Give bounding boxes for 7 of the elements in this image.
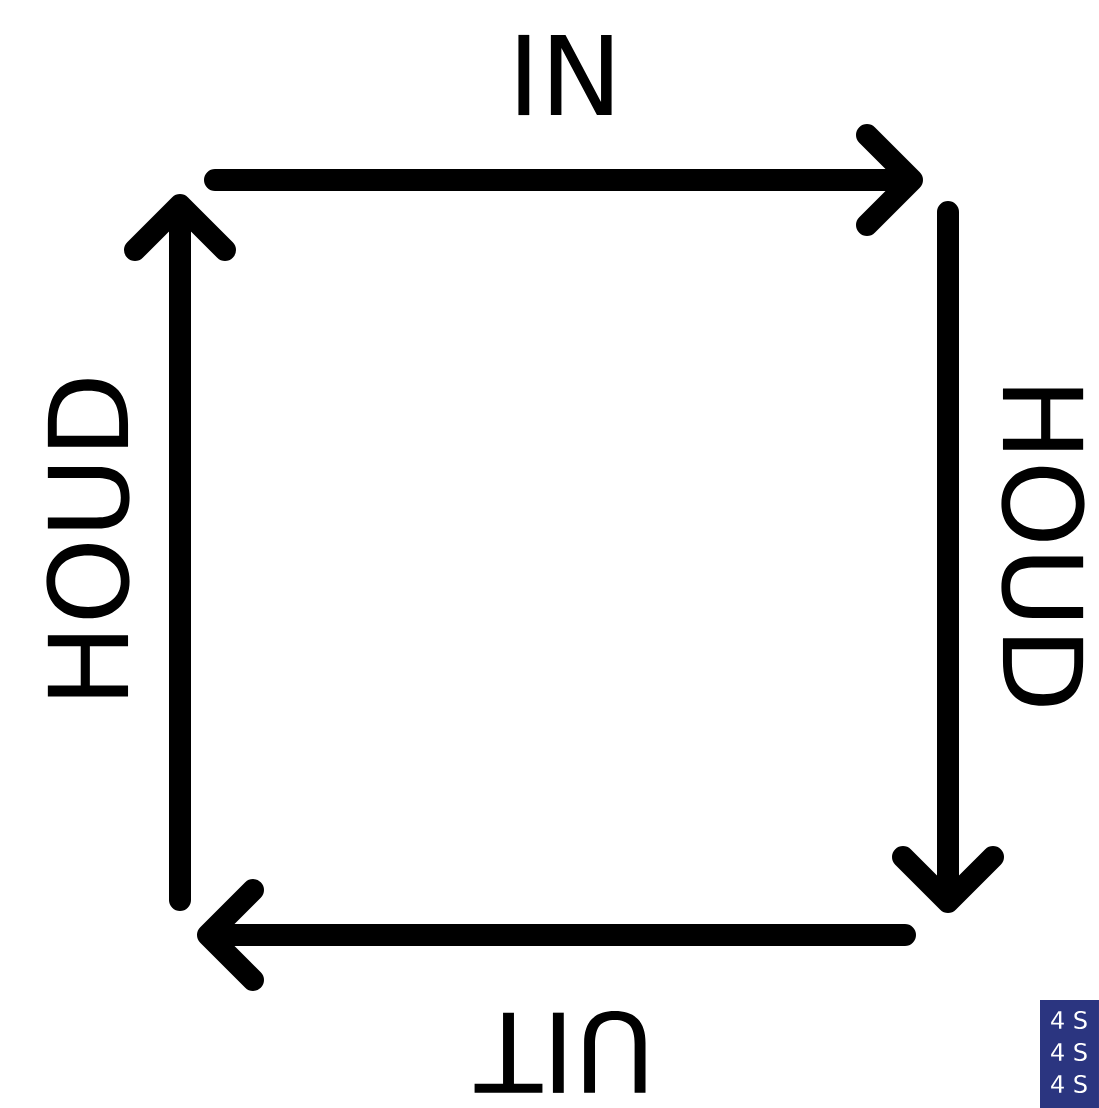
breath-label: HOUD	[46, 379, 130, 697]
panel-text: 4 S	[1051, 1074, 1087, 1094]
breath-label: IN	[518, 34, 612, 116]
panel-text: 4 S	[1051, 1010, 1087, 1030]
panel-text: 4 S	[1051, 1042, 1087, 1062]
breath-label: UIT	[474, 1011, 646, 1093]
breath-label: HOUD	[1001, 388, 1085, 706]
